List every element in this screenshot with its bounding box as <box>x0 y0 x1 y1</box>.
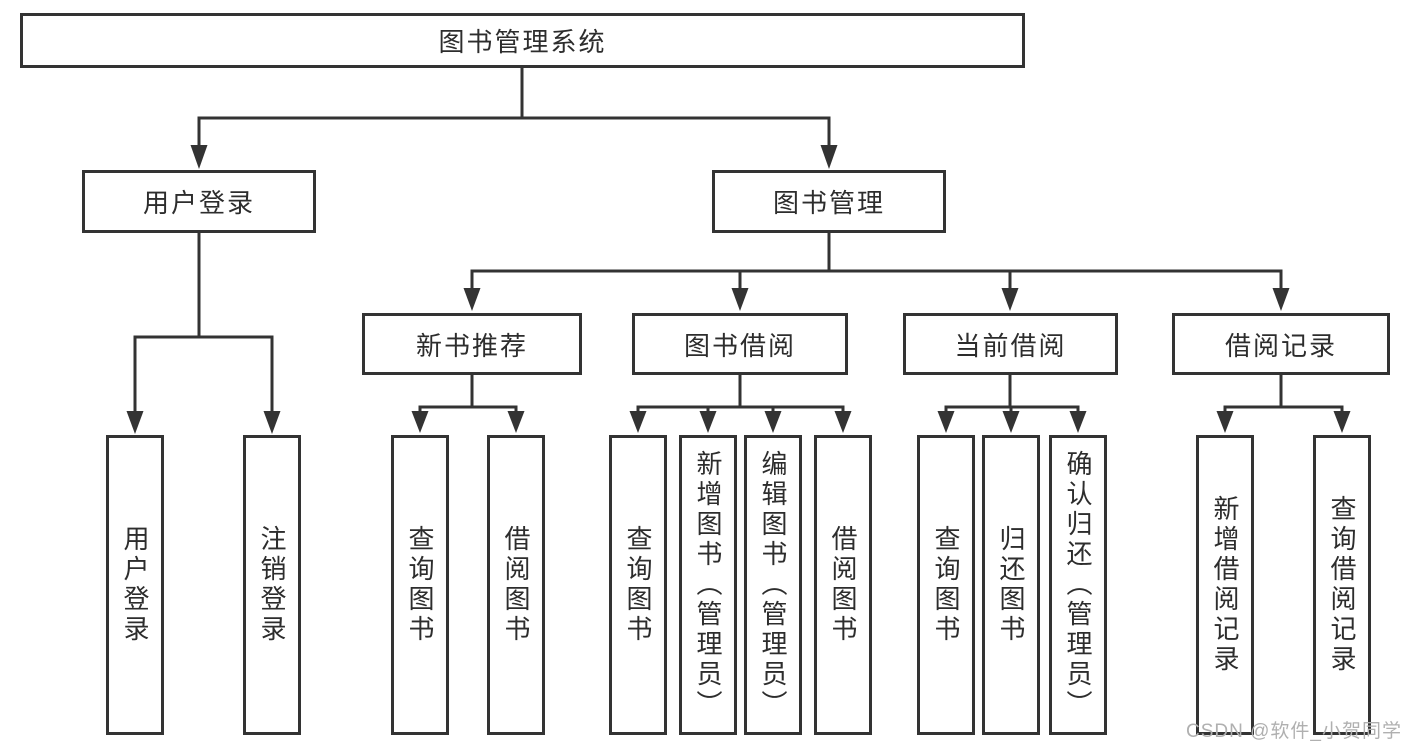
leaf-label: 新增借阅记录 <box>1210 495 1240 675</box>
connector-borrow-records-children <box>1216 373 1351 433</box>
leaf-label: 借阅图书 <box>828 525 858 645</box>
node-library-system: 图书管理系统 <box>20 13 1025 68</box>
connector-root-to-branches <box>190 66 838 169</box>
leaf-label: 注销登录 <box>257 525 287 645</box>
leaf-logout: 注销登录 <box>243 435 301 735</box>
leaf-query-book-recommend: 查询图书 <box>391 435 449 735</box>
node-book-management: 图书管理 <box>712 170 946 233</box>
connector-book-borrow-children <box>629 373 852 433</box>
leaf-label: 查询借阅记录 <box>1327 495 1357 675</box>
connector-current-borrow-children <box>937 373 1087 433</box>
leaf-borrow-book-recommend: 借阅图书 <box>487 435 545 735</box>
leaf-query-borrow-record: 查询借阅记录 <box>1313 435 1371 735</box>
leaf-query-book-current: 查询图书 <box>917 435 975 735</box>
leaf-label: 查询图书 <box>931 525 961 645</box>
node-current-borrow: 当前借阅 <box>903 313 1118 375</box>
leaf-label: 新增图书（管理员） <box>693 450 723 720</box>
leaf-label: 借阅图书 <box>501 525 531 645</box>
leaf-label: 归还图书 <box>996 525 1026 645</box>
leaf-label: 用户登录 <box>120 525 150 645</box>
node-borrow-records: 借阅记录 <box>1172 313 1390 375</box>
leaf-label: 编辑图书（管理员） <box>758 450 788 720</box>
leaf-label: 确认归还（管理员） <box>1063 450 1093 720</box>
leaf-query-book-borrow: 查询图书 <box>609 435 667 735</box>
leaf-borrow-book: 借阅图书 <box>814 435 872 735</box>
leaf-return-book: 归还图书 <box>982 435 1040 735</box>
leaf-label: 查询图书 <box>405 525 435 645</box>
node-user-login: 用户登录 <box>82 170 316 233</box>
leaf-add-borrow-record: 新增借阅记录 <box>1196 435 1254 735</box>
leaf-add-book-admin: 新增图书（管理员） <box>679 435 737 735</box>
leaf-edit-book-admin: 编辑图书（管理员） <box>744 435 802 735</box>
node-new-book-recommend: 新书推荐 <box>362 313 582 375</box>
connector-user-login-children <box>126 231 281 434</box>
leaf-label: 查询图书 <box>623 525 653 645</box>
leaf-user-login: 用户登录 <box>106 435 164 735</box>
csdn-watermark: CSDN @软件_小贺同学 <box>1186 721 1402 742</box>
connector-book-management-children <box>463 231 1290 311</box>
leaf-confirm-return-admin: 确认归还（管理员） <box>1049 435 1107 735</box>
node-book-borrow: 图书借阅 <box>632 313 848 375</box>
connector-new-book-recommend-children <box>411 373 525 433</box>
